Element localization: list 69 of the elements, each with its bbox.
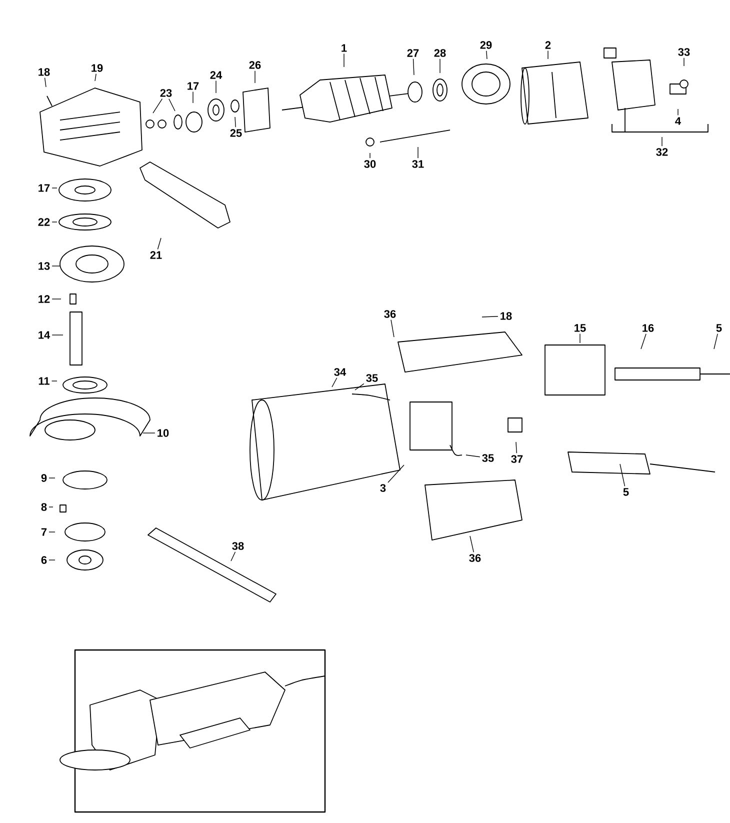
callout-number: 17: [188, 82, 199, 90]
callout-number: 36: [469, 554, 481, 562]
callout-number: 25: [230, 129, 242, 137]
leader-line: [466, 454, 480, 458]
leader-line: [168, 98, 176, 112]
leader-line: [332, 378, 338, 388]
callout-number: 22: [38, 218, 50, 226]
leader-line: [388, 464, 404, 483]
leader-line: [234, 116, 236, 128]
callout-number: 17: [38, 184, 50, 192]
callout-number: 28: [434, 49, 446, 57]
callout-number: 14: [38, 331, 50, 339]
leader-line: [470, 536, 474, 552]
callout-number: 9: [41, 474, 47, 482]
callout-number: 37: [511, 455, 523, 463]
callout-number: 3: [380, 484, 386, 492]
callout-number: 7: [41, 528, 47, 536]
leader-line: [94, 74, 96, 82]
callout-number: 26: [249, 61, 261, 69]
callout-number: 12: [38, 295, 50, 303]
leader-line: [152, 98, 163, 114]
callout-number: 16: [642, 324, 654, 332]
callout-number: 2: [545, 41, 551, 49]
leader-line: [486, 50, 488, 60]
callout-number: 24: [210, 71, 222, 79]
leader-line: [48, 506, 54, 508]
callout-number: 33: [678, 48, 690, 56]
callout-number: 18: [500, 312, 512, 320]
callout-number: 29: [480, 41, 492, 49]
callout-number: 4: [675, 117, 681, 125]
leader-line: [714, 333, 718, 350]
callout-number: 1: [342, 44, 347, 52]
leader-line: [52, 298, 62, 300]
callout-number: 13: [38, 262, 50, 270]
leader-line: [157, 238, 162, 250]
callout-number: 10: [158, 429, 169, 437]
callout-number: 5: [623, 488, 629, 496]
callout-number: 31: [412, 160, 424, 168]
leader-line: [354, 383, 364, 390]
callout-number: 38: [232, 542, 244, 550]
callout-number: 34: [334, 368, 346, 376]
callout-number: 6: [41, 556, 47, 564]
callout-number: 35: [366, 374, 378, 382]
leader-line: [516, 442, 517, 454]
callout-number: 35: [482, 454, 494, 462]
callout-number: 32: [656, 148, 668, 156]
leader-line: [412, 58, 414, 76]
callout-number: 18: [38, 68, 50, 76]
leader-line: [620, 464, 626, 487]
callout-number: 30: [364, 160, 376, 168]
callout-number: 11: [38, 377, 50, 385]
callout-number: 5: [716, 324, 722, 332]
leader-line: [390, 320, 394, 338]
leader-line: [192, 91, 194, 104]
leader-line: [254, 70, 256, 84]
callout-number: 15: [574, 324, 586, 332]
callout-number: 8: [41, 503, 47, 511]
leader-line: [44, 78, 46, 88]
leader-line: [51, 380, 58, 382]
leader-line: [230, 552, 236, 562]
leader-line: [640, 334, 646, 350]
leader-line: [142, 432, 156, 434]
callout-number: 21: [150, 251, 162, 259]
callout-number: 19: [92, 64, 103, 72]
callout-number: 36: [384, 310, 396, 318]
leader-line: [52, 334, 64, 336]
callout-number: 27: [407, 49, 419, 57]
leader-line: [482, 316, 498, 318]
callout-number: 23: [160, 89, 172, 97]
